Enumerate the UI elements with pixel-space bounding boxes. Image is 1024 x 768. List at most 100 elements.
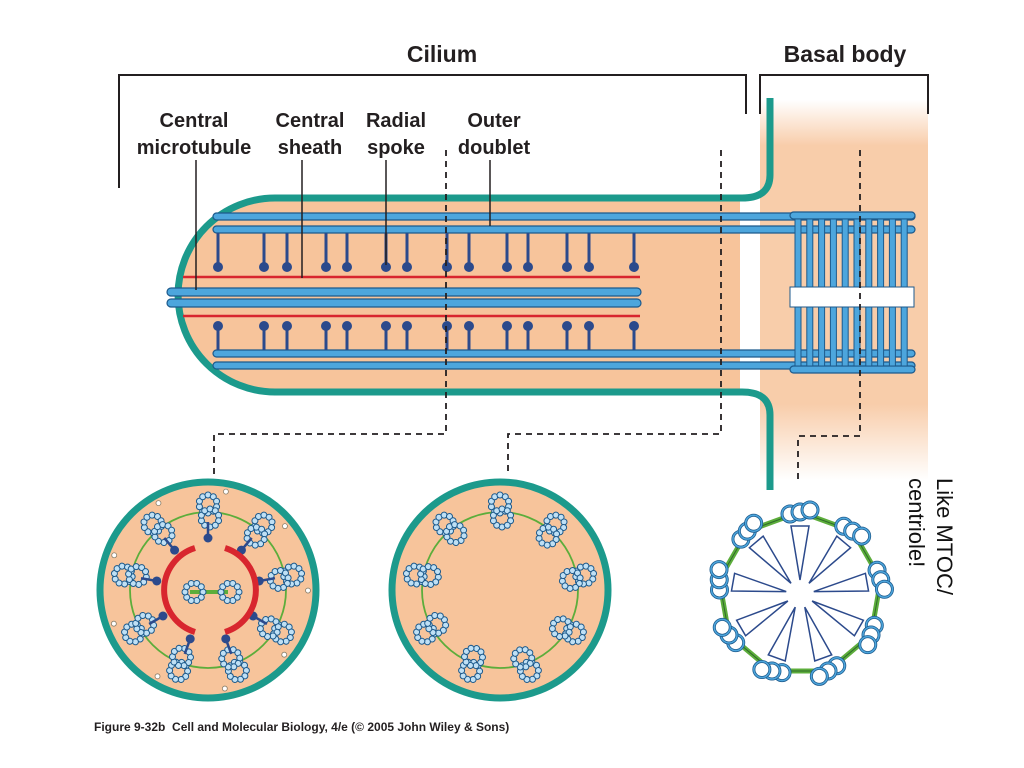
spoke-head-bottom (259, 321, 269, 331)
tubule-subunit (131, 638, 139, 646)
section-line-3 (797, 150, 861, 484)
dynein-arm (155, 500, 162, 507)
tubule-subunit (477, 648, 485, 656)
tubule-subunit (142, 568, 150, 576)
triplet-tubule-ring (713, 618, 732, 637)
outer-doublet-bottom-b (212, 361, 916, 370)
tubule-subunit (554, 616, 562, 624)
tubule-subunit (462, 647, 470, 655)
spoke-head-bottom (213, 321, 223, 331)
spoke-head-top (523, 262, 533, 272)
central-sheath-label-1: Central (276, 110, 345, 132)
tubule-subunit (577, 623, 585, 631)
tubule-subunit (268, 518, 276, 526)
tubule-subunit (535, 534, 543, 542)
tubule-subunit (247, 524, 255, 532)
tubule-subunit (269, 582, 277, 590)
cartwheel-spoke (735, 600, 789, 637)
tubule-subunit (523, 675, 531, 683)
tubule-subunit (219, 649, 227, 657)
tubule-subunit (553, 530, 561, 538)
tubule-subunit (543, 541, 551, 549)
section-line-2 (507, 150, 722, 474)
tubule-subunit (113, 565, 121, 573)
basal-body-gap (789, 286, 915, 308)
cartwheel-spoke (748, 534, 792, 584)
tubule-subunit (443, 533, 451, 541)
tubule-subunit (170, 647, 178, 655)
triplet-tubule-ring (744, 514, 763, 532)
tubule-subunit (548, 625, 556, 633)
tubule-subunit (440, 511, 448, 519)
cartwheel-spoke (808, 534, 852, 584)
tubule-subunit (432, 523, 440, 531)
tubule-subunit (168, 532, 176, 540)
outer-doublet-top-b (212, 225, 916, 234)
tubule-subunit (539, 524, 547, 532)
spoke-head-top (562, 262, 572, 272)
central-pair (181, 579, 243, 605)
cartwheel-spoke (811, 600, 865, 637)
spoke-head-top (381, 262, 391, 272)
doublet (402, 562, 442, 588)
cross-section-2-doublets (402, 491, 598, 683)
spoke-head-top (584, 262, 594, 272)
tubule-subunit (255, 512, 263, 520)
triplet-tubule-ring (875, 580, 894, 599)
dynein-arm (281, 651, 288, 658)
tubule-subunit (474, 672, 482, 680)
basal-body-cap-bottom (789, 365, 916, 374)
cross-section-basal-body (709, 500, 894, 686)
spoke-head-bottom (381, 321, 391, 331)
tubule-subunit (256, 625, 264, 633)
tubule-subunit (564, 618, 572, 626)
doublet (558, 562, 598, 592)
tubule-subunit (139, 611, 147, 619)
tubule-subunit (467, 644, 475, 652)
tubule-subunit (560, 518, 568, 526)
spoke-head-top (629, 262, 639, 272)
tubule-subunit (459, 672, 467, 680)
tubule-subunit (423, 638, 431, 646)
spoke-head-bottom (584, 321, 594, 331)
cartwheel-spoke (767, 606, 796, 662)
spoke-head-bottom (321, 321, 331, 331)
triplet-tubule-ring (710, 560, 728, 579)
triplet-tubule-ring (858, 635, 877, 654)
spoke-head-top (464, 262, 474, 272)
dynein-arm (221, 685, 228, 692)
doublet (548, 615, 587, 646)
central-microtubule-b (166, 298, 642, 308)
cartwheel-spoke (730, 572, 787, 593)
spoke-head (152, 576, 162, 586)
doublet (510, 646, 542, 683)
spoke-head-bottom (402, 321, 412, 331)
tubule-subunit (159, 521, 167, 529)
tubule-subunit (236, 654, 244, 662)
cross-section-axoneme (96, 478, 320, 702)
dynein-arm (305, 587, 311, 594)
triplet-tubule-ring (852, 527, 871, 545)
outer-doublet-label-1: Outer (467, 110, 521, 132)
tubule-subunit (211, 521, 219, 529)
tubule-subunit (127, 565, 135, 573)
spoke-head-top (282, 262, 292, 272)
tubule-subunit (561, 582, 569, 590)
doublet (140, 511, 176, 547)
basal-body-label: Basal body (784, 41, 907, 67)
tubule-subunit (435, 629, 443, 637)
doublet (256, 615, 295, 646)
tubule-subunit (144, 612, 152, 620)
tubule-subunit (551, 630, 559, 638)
tubule-subunit (185, 659, 193, 667)
tubule-subunit (143, 629, 151, 637)
tubule-subunit (442, 621, 450, 629)
basal-body-cap-top (789, 211, 916, 220)
spoke-head (158, 611, 168, 621)
doublet (413, 611, 450, 646)
tubule-subunit (460, 526, 468, 534)
tubule-subunit (274, 584, 282, 592)
cartwheel-spoke (813, 572, 870, 593)
